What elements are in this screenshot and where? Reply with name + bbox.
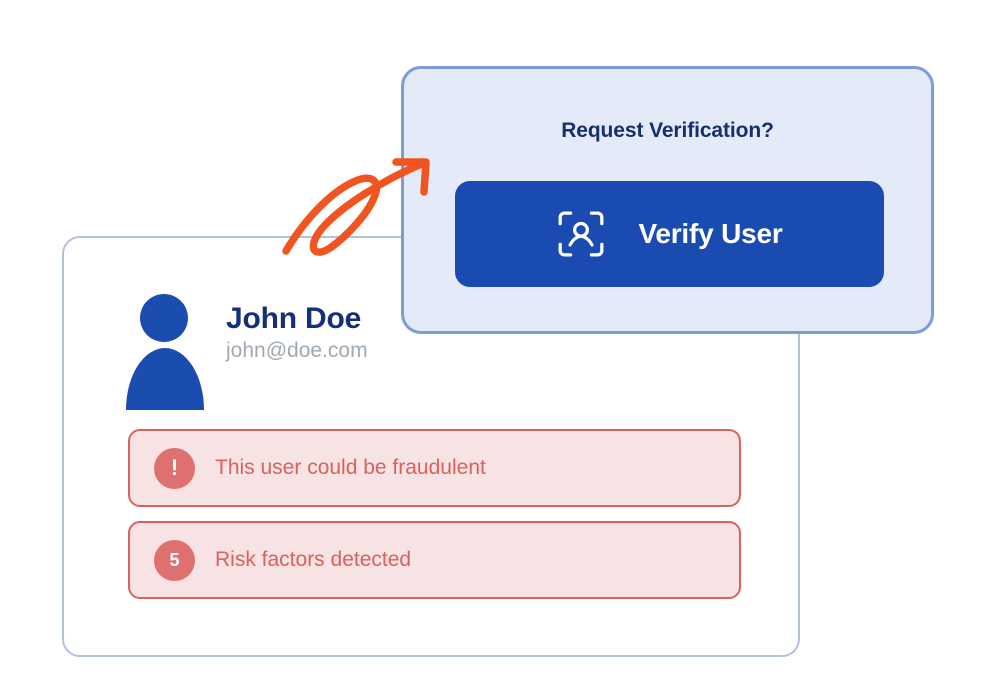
- user-email: john@doe.com: [226, 339, 368, 363]
- alert-text-risk-factors: Risk factors detected: [215, 548, 412, 572]
- avatar-body-shape: [126, 348, 204, 410]
- count-badge-icon: 5: [154, 539, 195, 581]
- user-identity: John Doe john@doe.com: [226, 302, 368, 369]
- verify-card-title: Request Verification?: [561, 119, 774, 142]
- risk-alert-list: ! This user could be fraudulent 5 Risk f…: [128, 429, 741, 599]
- request-verification-card: Request Verification? Verify User: [401, 66, 934, 334]
- alert-row-risk-factors: 5 Risk factors detected: [128, 521, 741, 599]
- user-avatar-icon: [126, 292, 204, 410]
- exclamation-badge-icon: !: [154, 447, 195, 489]
- face-scan-icon: [558, 211, 604, 257]
- profile-header: John Doe john@doe.com: [126, 292, 368, 410]
- avatar-head-shape: [140, 294, 188, 342]
- alert-row-fraud: ! This user could be fraudulent: [128, 429, 741, 507]
- verify-user-button-label: Verify User: [638, 218, 783, 249]
- alert-text-fraud: This user could be fraudulent: [215, 456, 486, 480]
- user-name: John Doe: [226, 301, 362, 335]
- verify-user-button[interactable]: Verify User: [455, 181, 884, 287]
